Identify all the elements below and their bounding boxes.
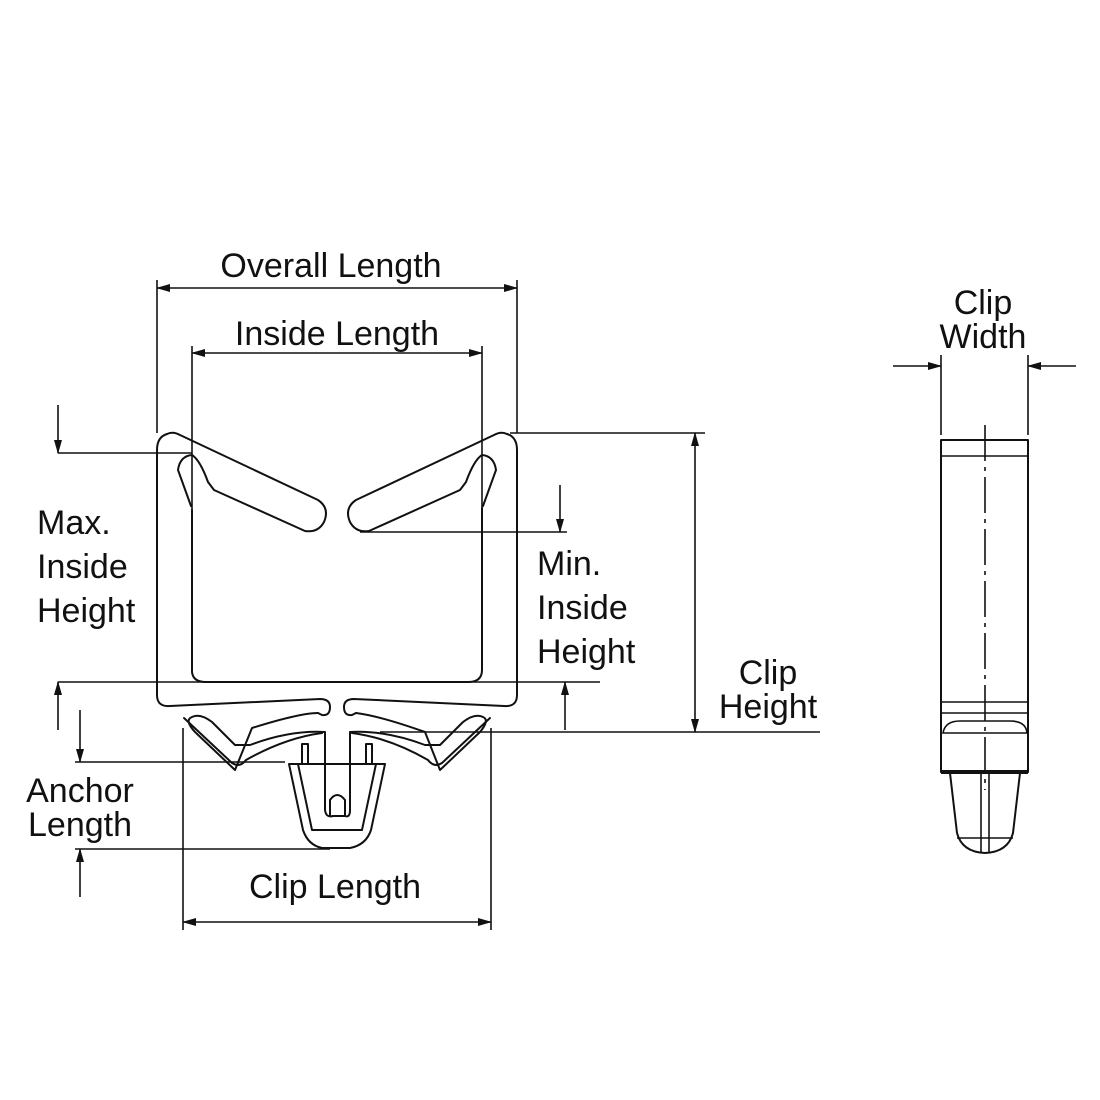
overall-length-label: Overall Length: [220, 247, 441, 285]
max-inside-height-label-3: Height: [37, 592, 136, 630]
min-inside-height-label-2: Inside: [537, 589, 628, 627]
clip-height-label-2: Height: [719, 688, 818, 726]
clip-width-label-1: Clip: [954, 284, 1013, 322]
max-inside-height-label-2: Inside: [37, 548, 128, 586]
max-inside-height-label-1: Max.: [37, 504, 111, 542]
min-inside-height-label-1: Min.: [537, 545, 601, 583]
anchor-length-label-2: Length: [28, 806, 132, 844]
dimension-lines: [54, 280, 1076, 930]
anchor-length-label-1: Anchor: [26, 772, 134, 810]
min-inside-height-label-3: Height: [537, 633, 636, 671]
clip-height-label-1: Clip: [739, 654, 798, 692]
clip-width-label-2: Width: [940, 318, 1027, 356]
inside-length-label: Inside Length: [235, 315, 439, 353]
clip-front-view: [156, 431, 518, 849]
clip-length-label: Clip Length: [249, 868, 421, 906]
clip-side-view: [940, 425, 1029, 854]
